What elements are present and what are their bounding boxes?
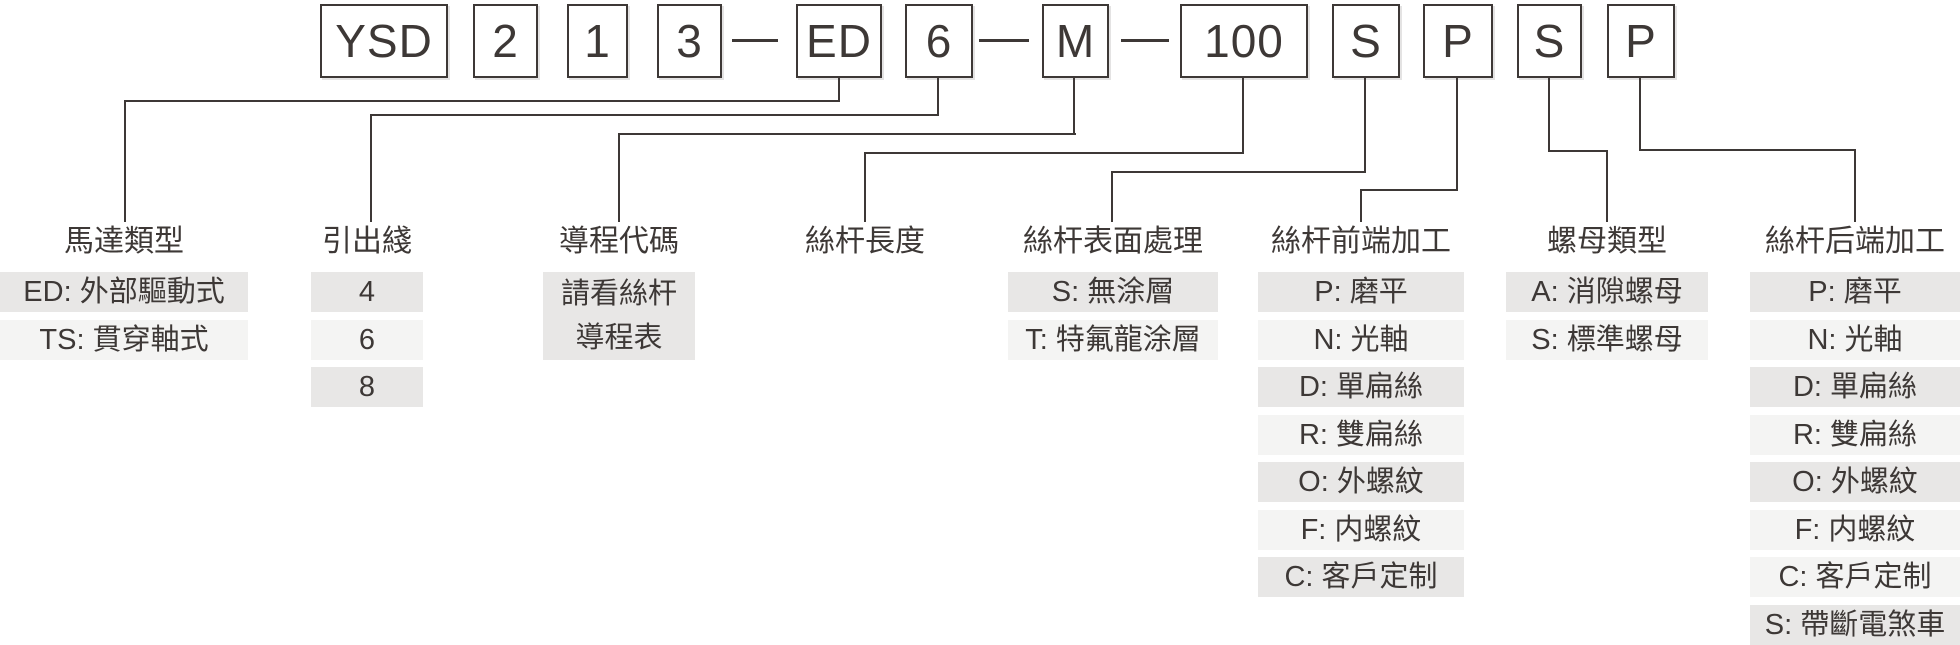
code-box-digit-3: 3 bbox=[657, 4, 722, 78]
option-band: N: 光軸 bbox=[1750, 319, 1960, 360]
option-band: C: 客戶定制 bbox=[1750, 557, 1960, 597]
column-rear-end: 絲杆后端加工 P: 磨平 N: 光軸 D: 單扁絲 R: 雙扁絲 O: 外螺紋 … bbox=[1750, 226, 1960, 645]
option-band: A: 消隙螺母 bbox=[1506, 272, 1708, 312]
column-header: 絲杆長度 bbox=[805, 225, 925, 258]
option-band: O: 外螺紋 bbox=[1750, 462, 1960, 502]
connector-segment bbox=[1111, 171, 1366, 174]
connector-segment bbox=[618, 133, 621, 222]
column-surface-treatment: 絲杆表面處理 S: 無涂層 T: 特氟龍涂層 bbox=[1008, 226, 1218, 367]
option-band: TS: 貫穿軸式 bbox=[0, 319, 248, 360]
column-nut-type: 螺母類型 A: 消隙螺母 S: 標準螺母 bbox=[1506, 226, 1708, 367]
code-separator-dash bbox=[979, 39, 1029, 42]
connector-segment bbox=[370, 114, 373, 222]
connector-segment bbox=[864, 152, 1244, 155]
code-box-lead-wires: 6 bbox=[905, 4, 973, 78]
code-box-screw-length: 100 bbox=[1180, 4, 1308, 78]
option-band: N: 光軸 bbox=[1258, 319, 1464, 360]
code-box-lead-code: M bbox=[1042, 4, 1109, 78]
option-band: S: 無涂層 bbox=[1008, 272, 1218, 312]
code-box-nut-type: S bbox=[1517, 4, 1582, 78]
column-screw-length: 絲杆長度 bbox=[789, 226, 941, 258]
option-band: 請看絲杆 導程表 bbox=[543, 272, 695, 360]
code-box-front-end: P bbox=[1423, 4, 1493, 78]
option-band: P: 磨平 bbox=[1258, 272, 1464, 312]
connector-segment bbox=[1360, 189, 1458, 192]
connector-segment bbox=[1639, 149, 1856, 152]
option-band: F: 内螺紋 bbox=[1750, 509, 1960, 550]
column-lead-wires: 引出綫 4 6 8 bbox=[311, 226, 423, 415]
column-header: 絲杆表面處理 bbox=[1023, 225, 1203, 258]
connector-segment bbox=[864, 152, 867, 222]
option-band: S: 帶斷電煞車 bbox=[1750, 604, 1960, 645]
code-box-motor-type: ED bbox=[796, 4, 882, 78]
column-motor-type: 馬達類型 ED: 外部驅動式 TS: 貫穿軸式 bbox=[0, 226, 248, 367]
code-box-series: YSD bbox=[320, 4, 448, 78]
column-header: 馬達類型 bbox=[64, 225, 184, 258]
column-header: 螺母類型 bbox=[1547, 225, 1667, 258]
column-header: 引出綫 bbox=[322, 225, 412, 258]
connector-segment bbox=[1073, 78, 1076, 135]
connector-segment bbox=[1360, 189, 1363, 222]
column-lead-code: 導程代碼 請看絲杆 導程表 bbox=[543, 226, 695, 368]
option-band: T: 特氟龍涂層 bbox=[1008, 319, 1218, 360]
code-box-surface-treatment: S bbox=[1332, 4, 1400, 78]
connector-segment bbox=[1364, 78, 1367, 173]
option-band: R: 雙扁絲 bbox=[1258, 414, 1464, 455]
code-box-digit-2: 2 bbox=[473, 4, 538, 78]
connector-segment bbox=[123, 100, 127, 222]
column-front-end: 絲杆前端加工 P: 磨平 N: 光軸 D: 單扁絲 R: 雙扁絲 O: 外螺紋 … bbox=[1258, 226, 1464, 605]
option-band: 6 bbox=[311, 319, 423, 360]
option-band: C: 客戶定制 bbox=[1258, 557, 1464, 597]
connector-segment bbox=[937, 78, 940, 116]
connector-segment bbox=[123, 100, 840, 103]
column-header: 絲杆前端加工 bbox=[1271, 225, 1451, 258]
option-band: O: 外螺紋 bbox=[1258, 462, 1464, 502]
code-separator-dash bbox=[1121, 39, 1169, 42]
connector-segment bbox=[838, 78, 841, 102]
connector-segment bbox=[1605, 150, 1608, 222]
connector-segment bbox=[1639, 78, 1642, 151]
connector-segment bbox=[1456, 78, 1459, 191]
option-band: 4 bbox=[311, 272, 423, 312]
option-band: S: 標準螺母 bbox=[1506, 319, 1708, 360]
option-band: D: 單扁絲 bbox=[1750, 367, 1960, 407]
connector-segment bbox=[1548, 150, 1608, 153]
connector-segment bbox=[1548, 78, 1551, 152]
column-header: 絲杆后端加工 bbox=[1765, 225, 1945, 258]
option-band: F: 内螺紋 bbox=[1258, 509, 1464, 550]
option-band: ED: 外部驅動式 bbox=[0, 272, 248, 312]
column-header: 導程代碼 bbox=[559, 225, 679, 258]
connector-segment bbox=[370, 114, 939, 117]
code-separator-dash bbox=[732, 39, 778, 42]
option-band: D: 單扁絲 bbox=[1258, 367, 1464, 407]
code-box-rear-end: P bbox=[1607, 4, 1675, 78]
connector-segment bbox=[618, 133, 1076, 136]
option-band: R: 雙扁絲 bbox=[1750, 414, 1960, 455]
option-band: P: 磨平 bbox=[1750, 272, 1960, 312]
connector-segment bbox=[1111, 171, 1114, 222]
connector-segment bbox=[1853, 149, 1856, 222]
connector-segment bbox=[1242, 78, 1245, 154]
code-box-digit-1: 1 bbox=[567, 4, 628, 78]
option-band: 8 bbox=[311, 367, 423, 407]
